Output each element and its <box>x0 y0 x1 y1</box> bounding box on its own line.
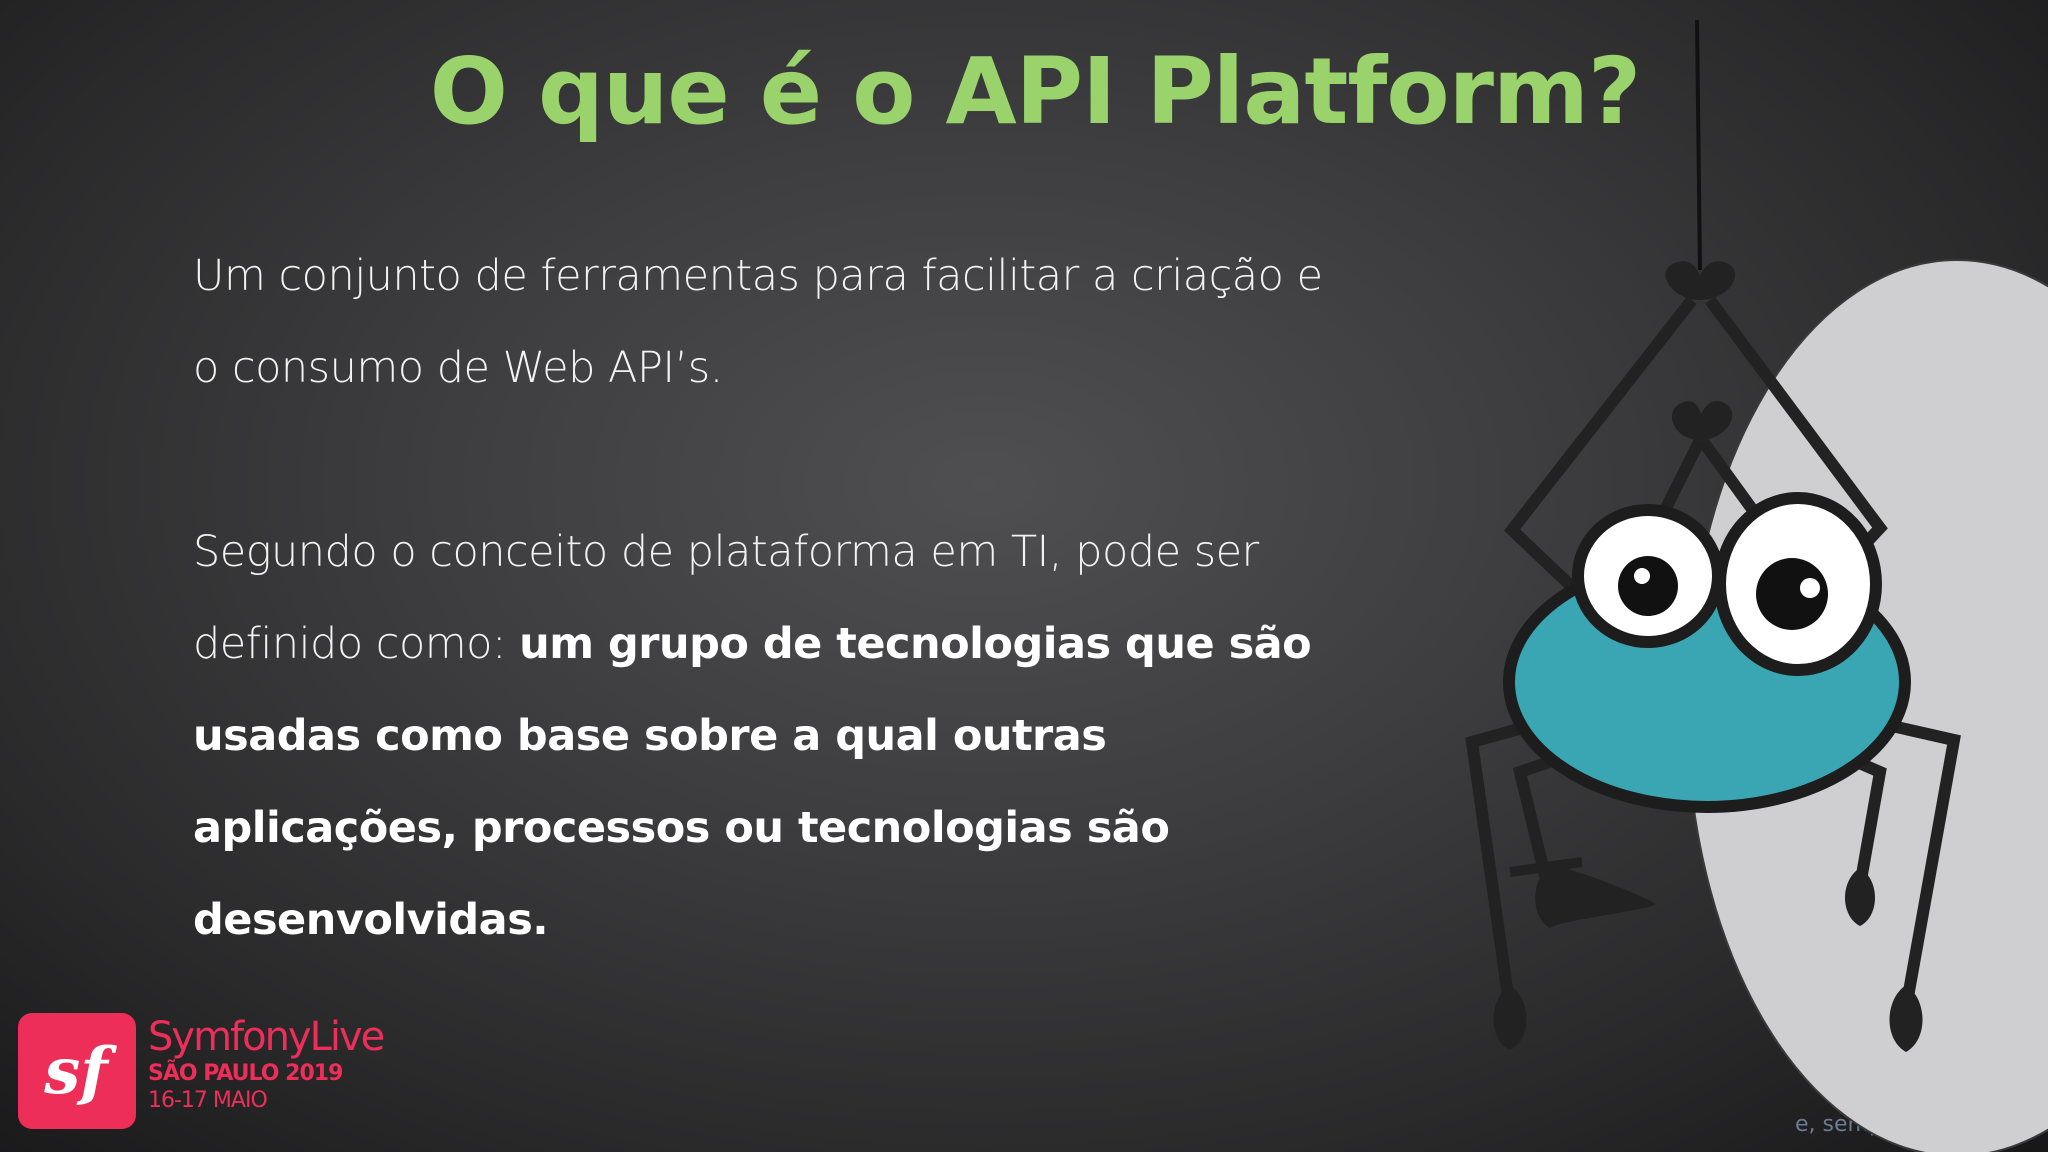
svg-text:sf: sf <box>43 1034 117 1109</box>
platform-paragraph-lead: Segundo o conceito de plataforma em TI, … <box>193 527 1259 669</box>
platform-definition-bold: um grupo de tecnologias que são usadas c… <box>193 619 1312 945</box>
spider-mascot-icon <box>1360 0 2048 1152</box>
slide-title: O que é o API Platform? <box>429 38 1641 145</box>
definition-paragraph: Um conjunto de ferramentas para facilita… <box>193 251 1323 393</box>
event-logo-dates: 16-17 MAIO <box>148 1088 268 1113</box>
platform-paragraph: Segundo o conceito de plataforma em TI, … <box>193 506 1353 966</box>
event-logo: SymfonyLive SÃO PAULO 2019 16-17 MAIO <box>148 1014 385 1114</box>
symfony-sf-icon: sf <box>18 1013 136 1129</box>
event-logo-name: SymfonyLive <box>148 1014 385 1060</box>
event-logo-city-year: SÃO PAULO 2019 <box>148 1061 343 1086</box>
